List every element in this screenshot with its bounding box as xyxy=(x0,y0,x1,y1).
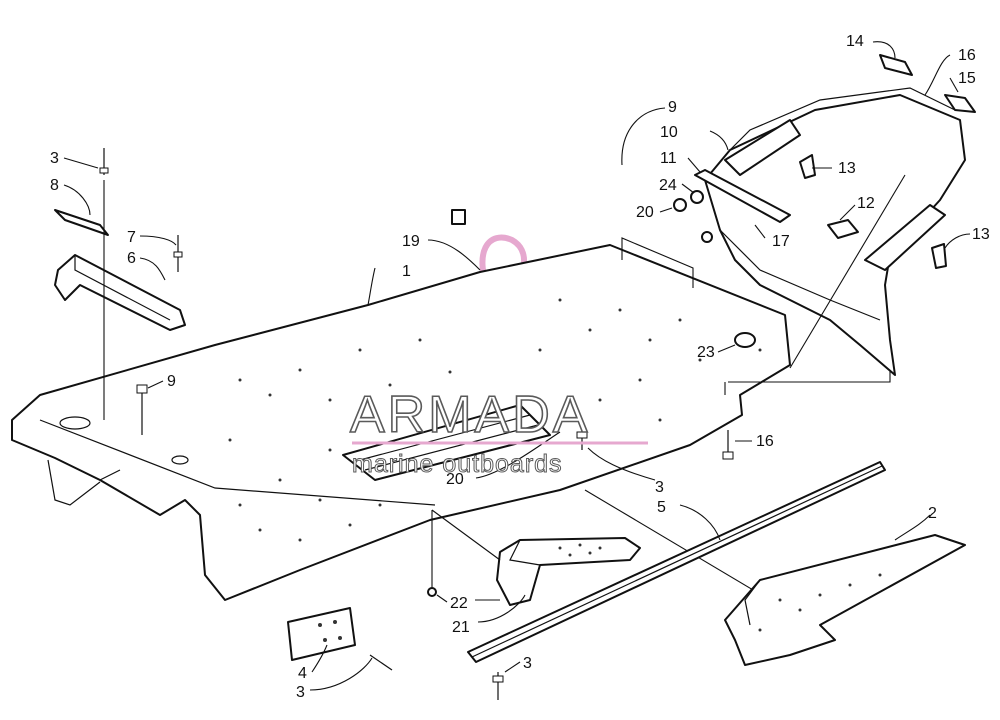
callout-21: 21 xyxy=(452,619,470,636)
callout-8: 8 xyxy=(50,177,59,194)
part-2-side-plate xyxy=(724,534,966,666)
fastener-7 xyxy=(173,235,183,272)
part-1-tunnel-panel xyxy=(11,244,791,601)
callout-4: 4 xyxy=(298,665,307,682)
callout-leaders xyxy=(63,41,971,691)
callout-11: 11 xyxy=(660,150,677,167)
watermark: ARMADA marine outboards xyxy=(349,385,648,479)
fastener-3-lower-left xyxy=(369,654,393,671)
callout-24: 24 xyxy=(659,177,677,194)
callout-20-center: 20 xyxy=(446,471,464,488)
callout-23: 23 xyxy=(697,344,715,361)
callout-5: 5 xyxy=(657,499,666,516)
washers-20-24 xyxy=(673,190,713,243)
callout-17: 17 xyxy=(772,233,790,250)
part-10-rear-bumper xyxy=(704,87,966,376)
callout-10: 10 xyxy=(660,124,678,141)
callout-3-center: 3 xyxy=(655,479,664,496)
part-14-decal xyxy=(879,54,913,76)
part-4-plate xyxy=(287,607,356,661)
callout-9-right: 9 xyxy=(668,99,677,116)
callout-20-right: 20 xyxy=(636,204,654,221)
part-19-label xyxy=(451,209,466,225)
callout-7: 7 xyxy=(127,229,136,246)
fastener-16-lower xyxy=(722,430,734,460)
callout-16-upper: 16 xyxy=(958,47,976,64)
callout-19: 19 xyxy=(402,233,420,250)
fastener-3-bottom xyxy=(492,672,504,700)
part-23-bolt xyxy=(734,332,756,348)
fastener-22 xyxy=(427,587,437,597)
part-15-decal xyxy=(944,94,976,113)
callout-3-top-left: 3 xyxy=(50,150,59,167)
part-8-strap xyxy=(54,209,109,236)
watermark-tagline: marine outboards xyxy=(352,450,563,478)
watermark-brand: ARMADA xyxy=(350,386,590,444)
fastener-3-center xyxy=(576,420,588,450)
callout-15: 15 xyxy=(958,70,976,87)
callout-1: 1 xyxy=(402,263,411,280)
part-21-foot-pad xyxy=(496,537,641,606)
part-5-runner xyxy=(467,461,886,663)
callout-2: 2 xyxy=(928,505,937,522)
fastener-9-left xyxy=(136,384,148,435)
callout-labels: 1 2 3 3 3 3 4 5 6 7 8 9 9 10 11 12 13 13… xyxy=(50,33,990,701)
callout-16-lower: 16 xyxy=(756,433,774,450)
fastener-3-top-left xyxy=(99,148,109,175)
callout-14: 14 xyxy=(846,33,864,50)
callout-22: 22 xyxy=(450,595,468,612)
callout-3-bottom: 3 xyxy=(523,655,532,672)
callout-3-lower-left: 3 xyxy=(296,684,305,701)
part-11-rail xyxy=(694,169,791,223)
part-6-bracket xyxy=(54,254,186,331)
callout-12: 12 xyxy=(857,195,875,212)
callout-6: 6 xyxy=(127,250,136,267)
callout-13-upper: 13 xyxy=(838,160,856,177)
callout-9-left: 9 xyxy=(167,373,176,390)
callout-13-right: 13 xyxy=(972,226,990,243)
